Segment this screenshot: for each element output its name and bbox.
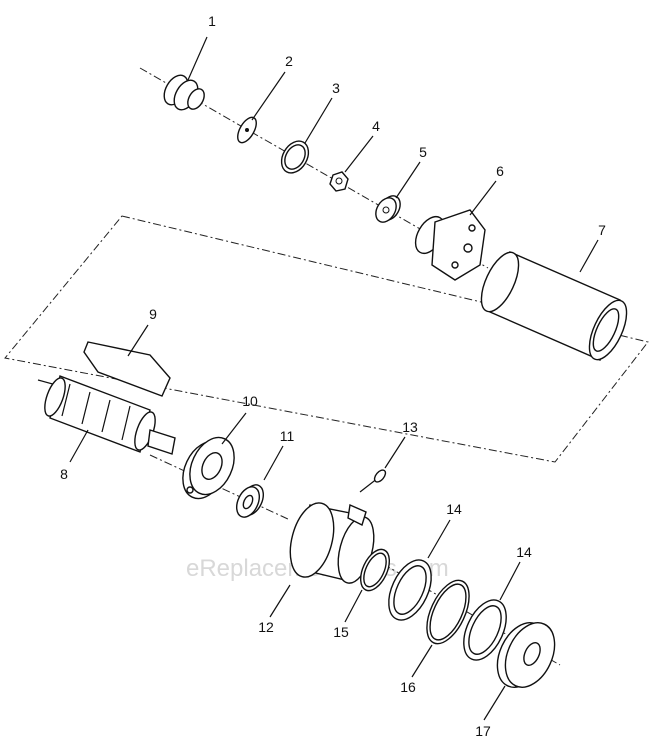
callout-8: 8	[60, 466, 68, 482]
part-4-nut	[329, 171, 349, 192]
callout-1: 1	[208, 13, 216, 29]
callout-7: 7	[598, 222, 606, 238]
callout-15: 15	[333, 624, 349, 640]
part-9-pad	[83, 341, 171, 397]
part-14-ring-b	[463, 599, 507, 661]
callout-14b: 14	[516, 544, 532, 560]
part-6-end-plate	[414, 209, 486, 281]
callout-6: 6	[496, 163, 504, 179]
part-3-o-ring	[280, 140, 310, 174]
part-8-armature	[37, 375, 176, 455]
leader-lines	[69, 36, 599, 721]
part-7-housing	[480, 251, 628, 361]
part-15-o-ring	[359, 548, 391, 592]
part-1-spring	[163, 74, 205, 111]
callout-3: 3	[332, 80, 340, 96]
callout-9: 9	[149, 306, 157, 322]
part-2-washer	[237, 116, 257, 144]
callout-12: 12	[258, 619, 274, 635]
part-14-ring-a	[388, 559, 432, 621]
callout-2: 2	[285, 53, 293, 69]
callout-14a: 14	[446, 501, 462, 517]
part-11-bearing	[235, 484, 265, 518]
callout-5: 5	[419, 144, 427, 160]
callout-11: 11	[280, 428, 295, 444]
callout-12-13-label: 13	[402, 419, 418, 435]
part-17-washer	[496, 622, 556, 688]
part-5-bearing	[375, 195, 401, 223]
callout-4: 4	[372, 118, 380, 134]
part-16-snap-ring	[426, 579, 470, 645]
lower-axis-line	[149, 454, 291, 521]
assembly-boundary	[4, 215, 649, 463]
part-10-bearing-housing	[182, 436, 235, 500]
callout-10: 10	[242, 393, 258, 409]
part-13-screw	[359, 469, 387, 493]
callout-17: 17	[475, 723, 491, 739]
callout-16: 16	[400, 679, 416, 695]
